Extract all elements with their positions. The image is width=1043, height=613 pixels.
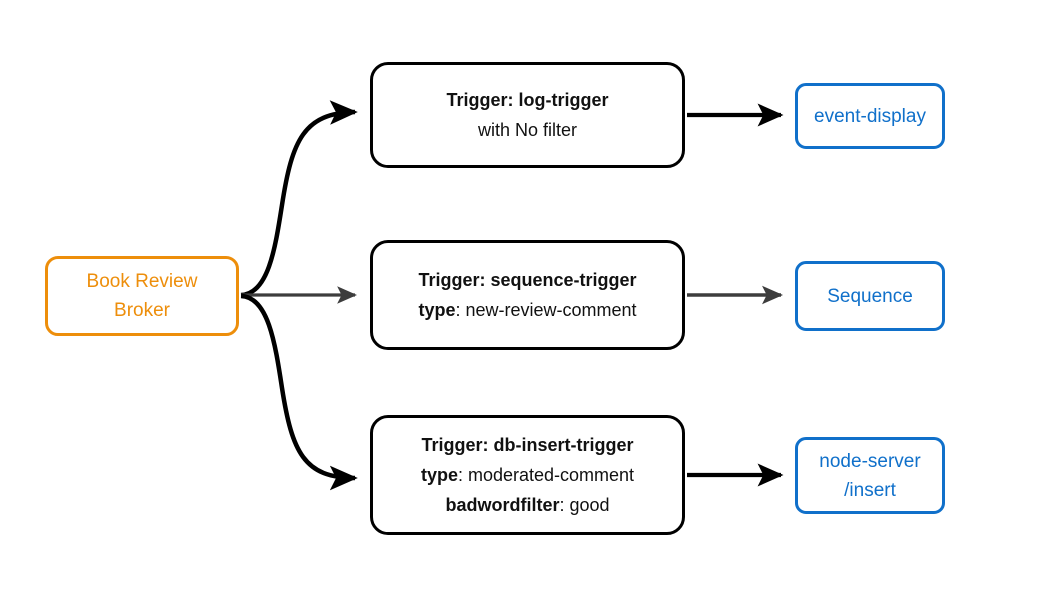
broker-label-line-1: Book Review — [86, 271, 198, 292]
node-sink-node-server-insert[interactable]: node-server /insert — [795, 437, 945, 514]
broker-label-line-2: Broker — [114, 300, 170, 321]
trigger-sequence-trigger-title: Trigger: sequence-trigger — [418, 270, 637, 290]
trigger-db-insert-trigger-title: Trigger: db-insert-trigger — [421, 435, 634, 455]
sink-event-display-label: event-display — [814, 105, 926, 127]
sink-node-server-label-line-2: /insert — [844, 479, 896, 501]
trigger-db-insert-trigger-row-type-value: : moderated-comment — [457, 465, 635, 485]
sink-sequence-label: Sequence — [827, 285, 913, 307]
node-sink-event-display[interactable]: event-display — [795, 83, 945, 149]
edge-broker-to-db-insert-trigger — [240, 293, 358, 491]
trigger-db-insert-trigger-row-badwordfilter-value: : good — [559, 495, 610, 515]
edge-broker-to-log-trigger — [240, 100, 358, 298]
trigger-db-insert-trigger-row-type: type: moderated-comment — [421, 460, 634, 490]
trigger-log-trigger-detail: with No filter — [477, 120, 578, 140]
node-trigger-log-trigger[interactable]: Trigger: log-trigger with No filter — [370, 62, 685, 168]
trigger-sequence-trigger-row-type: type: new-review-comment — [418, 295, 636, 325]
node-trigger-sequence-trigger[interactable]: Trigger: sequence-trigger type: new-revi… — [370, 240, 685, 350]
trigger-db-insert-trigger-row-badwordfilter-key: badwordfilter — [445, 495, 560, 515]
trigger-sequence-trigger-row-type-key: type — [418, 300, 456, 320]
sink-node-server-label-line-1: node-server — [819, 450, 921, 472]
node-sink-sequence[interactable]: Sequence — [795, 261, 945, 331]
trigger-db-insert-trigger-row-type-key: type — [420, 465, 458, 485]
trigger-sequence-trigger-row-type-value: : new-review-comment — [455, 300, 637, 320]
trigger-log-trigger-title: Trigger: log-trigger — [446, 90, 609, 110]
trigger-db-insert-trigger-row-badwordfilter: badwordfilter: good — [445, 490, 609, 520]
node-trigger-db-insert-trigger[interactable]: Trigger: db-insert-trigger type: moderat… — [370, 415, 685, 535]
node-book-review-broker[interactable]: Book Review Broker — [45, 256, 239, 336]
